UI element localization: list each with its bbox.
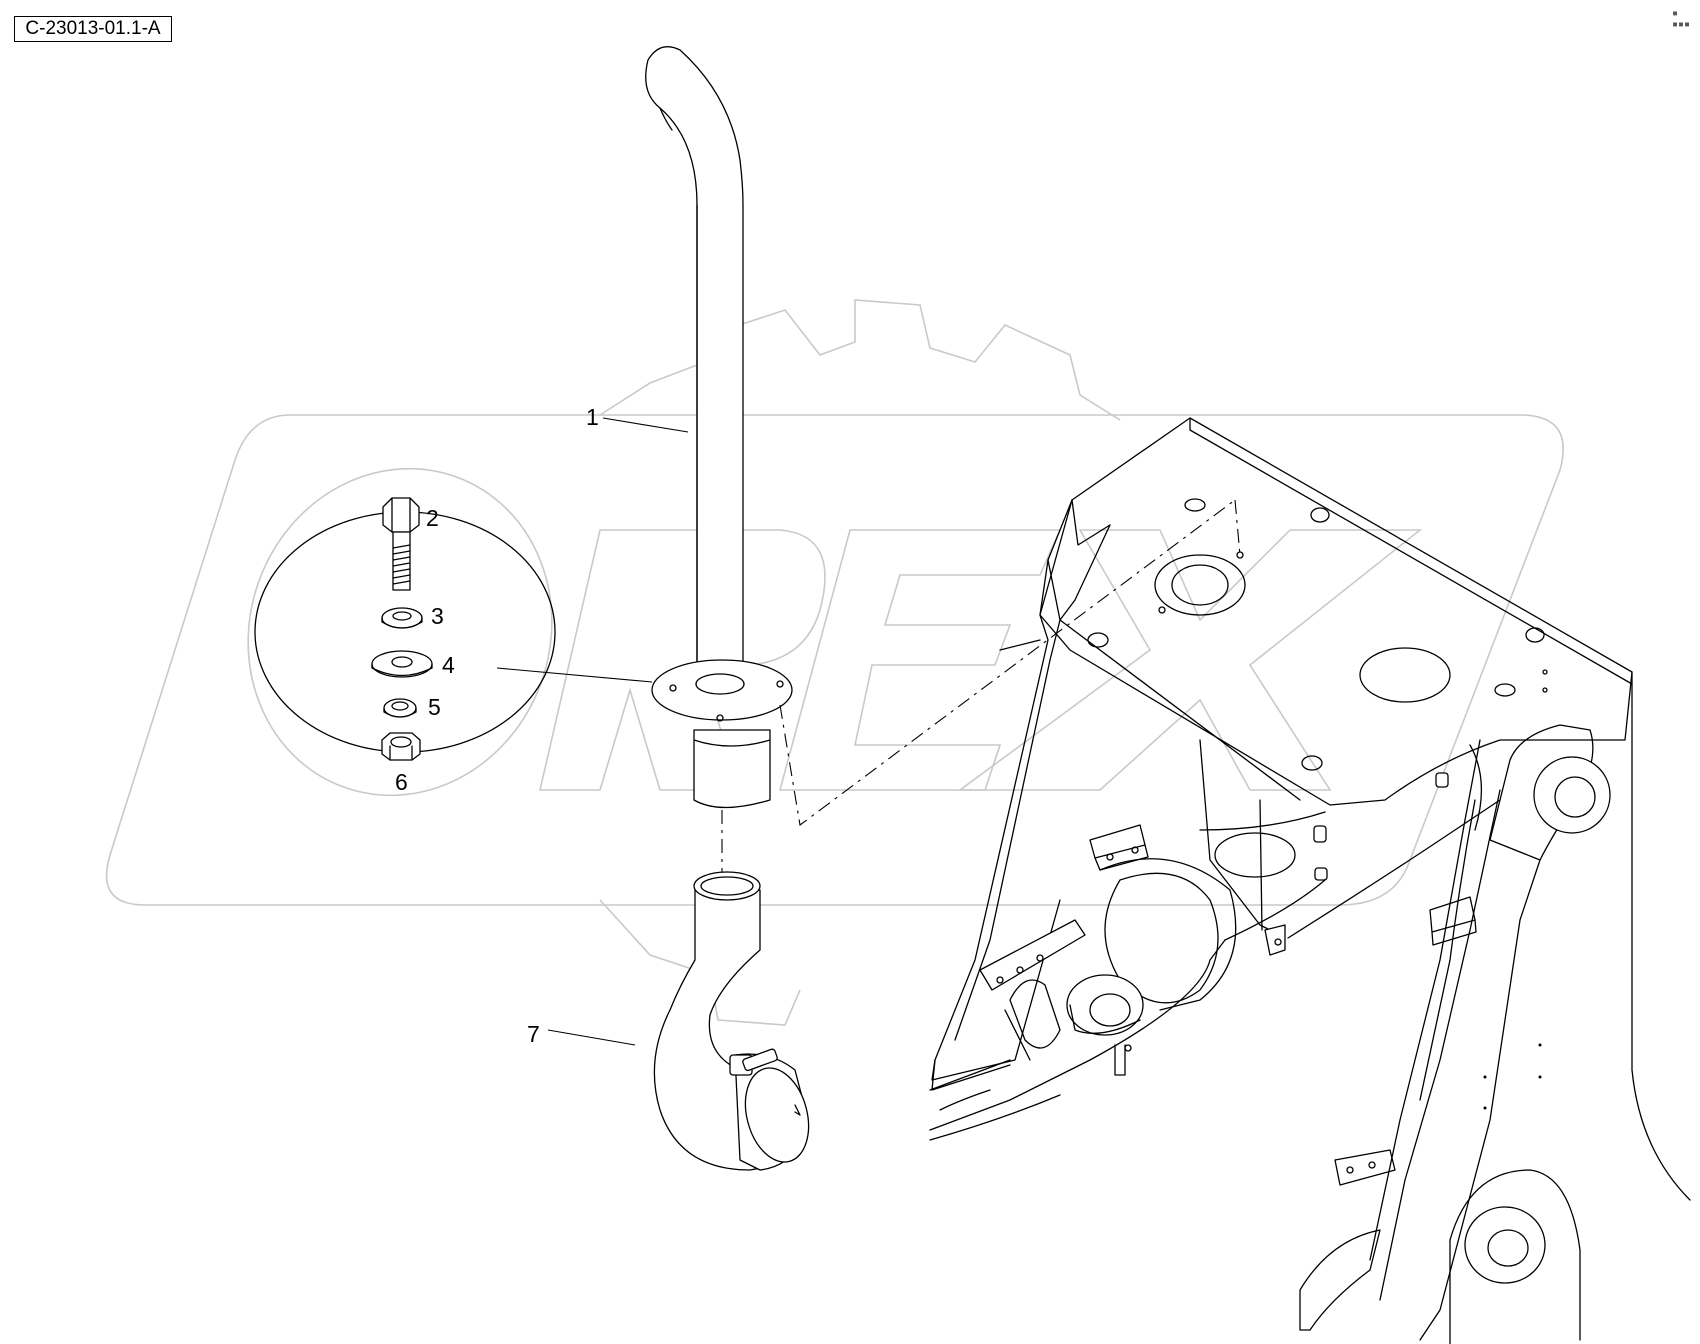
callout-6: 6 (395, 769, 408, 795)
callout-5: 5 (428, 694, 441, 720)
callout-7: 7 (527, 1021, 540, 1047)
frame-hole-main (1154, 554, 1246, 616)
frame-hole-mid (1214, 832, 1296, 878)
callout-4: 4 (442, 652, 455, 678)
flat-washer-large (371, 650, 433, 678)
frame-boss-left (1066, 974, 1144, 1036)
callout-3: 3 (431, 603, 444, 629)
leader-lines (496, 417, 689, 1046)
watermark-letter-e (778, 529, 1062, 791)
elbow-top-opening (693, 871, 761, 901)
lock-washer (383, 698, 417, 718)
machine-frame (929, 417, 1691, 1344)
watermark-logo (105, 299, 1564, 1026)
frame-top-plate (1039, 417, 1633, 806)
frame-hole-large (1359, 647, 1451, 703)
hex-nut (381, 732, 421, 761)
assembly-line-frame-hole (1234, 499, 1241, 556)
watermark-letter-r (538, 529, 826, 791)
drawing-reference-code: C-23013-01.1-A (14, 16, 172, 42)
watermark-plate (105, 414, 1564, 906)
bolt (382, 497, 420, 591)
frame-right-upright (1631, 671, 1691, 1201)
stack-stub-tube (693, 729, 771, 809)
assembly-line-flange-to-frame (779, 499, 1236, 826)
corner-mark: ▪ ▪▪▪ (1672, 8, 1691, 30)
exhaust-elbow (653, 871, 810, 1171)
frame-pivot-lower (1464, 1206, 1546, 1284)
stack-pipe-body (645, 46, 744, 691)
watermark-letter-x (957, 529, 1423, 791)
flat-washer-small (381, 607, 423, 629)
callout-2: 2 (426, 505, 439, 531)
hardware-group (254, 497, 556, 761)
exhaust-stack-pipe (645, 46, 793, 809)
callout-1: 1 (586, 404, 599, 430)
watermark-gear (599, 299, 1121, 421)
frame-pivot-upper (1533, 756, 1611, 834)
